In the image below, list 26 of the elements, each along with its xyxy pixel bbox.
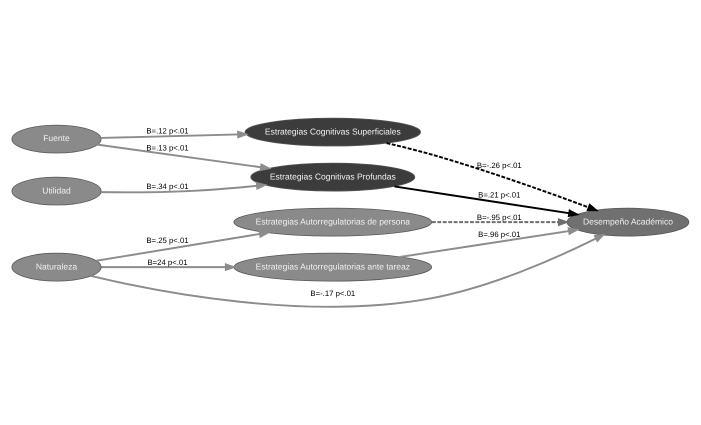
arrow (101, 263, 237, 272)
edge-label: B=-.26 p<.01 (476, 160, 522, 170)
arrow (432, 218, 570, 226)
node-ellipse: Estrategias Autorregulatorias de persona (233, 208, 432, 236)
arrow (90, 234, 606, 308)
edge-label: B=.21 p<.01 (478, 190, 520, 200)
edge-label: B=.96 p<.01 (478, 230, 520, 239)
arrow (96, 230, 271, 262)
arrow (400, 227, 580, 258)
edge-label: B=-.95 p<.01 (476, 212, 522, 222)
edge-label: B=-.17 p<.01 (310, 288, 356, 298)
edge-label: B=.12 p<.01 (146, 126, 189, 136)
edge-label: B=.34 p<.01 (146, 182, 189, 191)
arrow (394, 185, 580, 218)
arrow (97, 144, 272, 172)
edge-label: B=24 p<.01 (147, 258, 188, 267)
node-ellipse: Utilidad (11, 176, 102, 206)
node-ellipse: Naturaleza (11, 252, 102, 282)
edge-label: B=.13 p<.01 (146, 144, 189, 153)
arrow (386, 142, 599, 212)
node-ellipse: Fuente (11, 124, 102, 154)
node-ellipse: Estrategias Autorregulatorias ante tareaz (233, 252, 432, 282)
node-ellipse: Estrategias Cognitivas Superficiales (244, 118, 421, 146)
edge-label: B=.25 p<.01 (146, 236, 189, 246)
arrow (101, 130, 249, 139)
arrow (101, 182, 268, 194)
